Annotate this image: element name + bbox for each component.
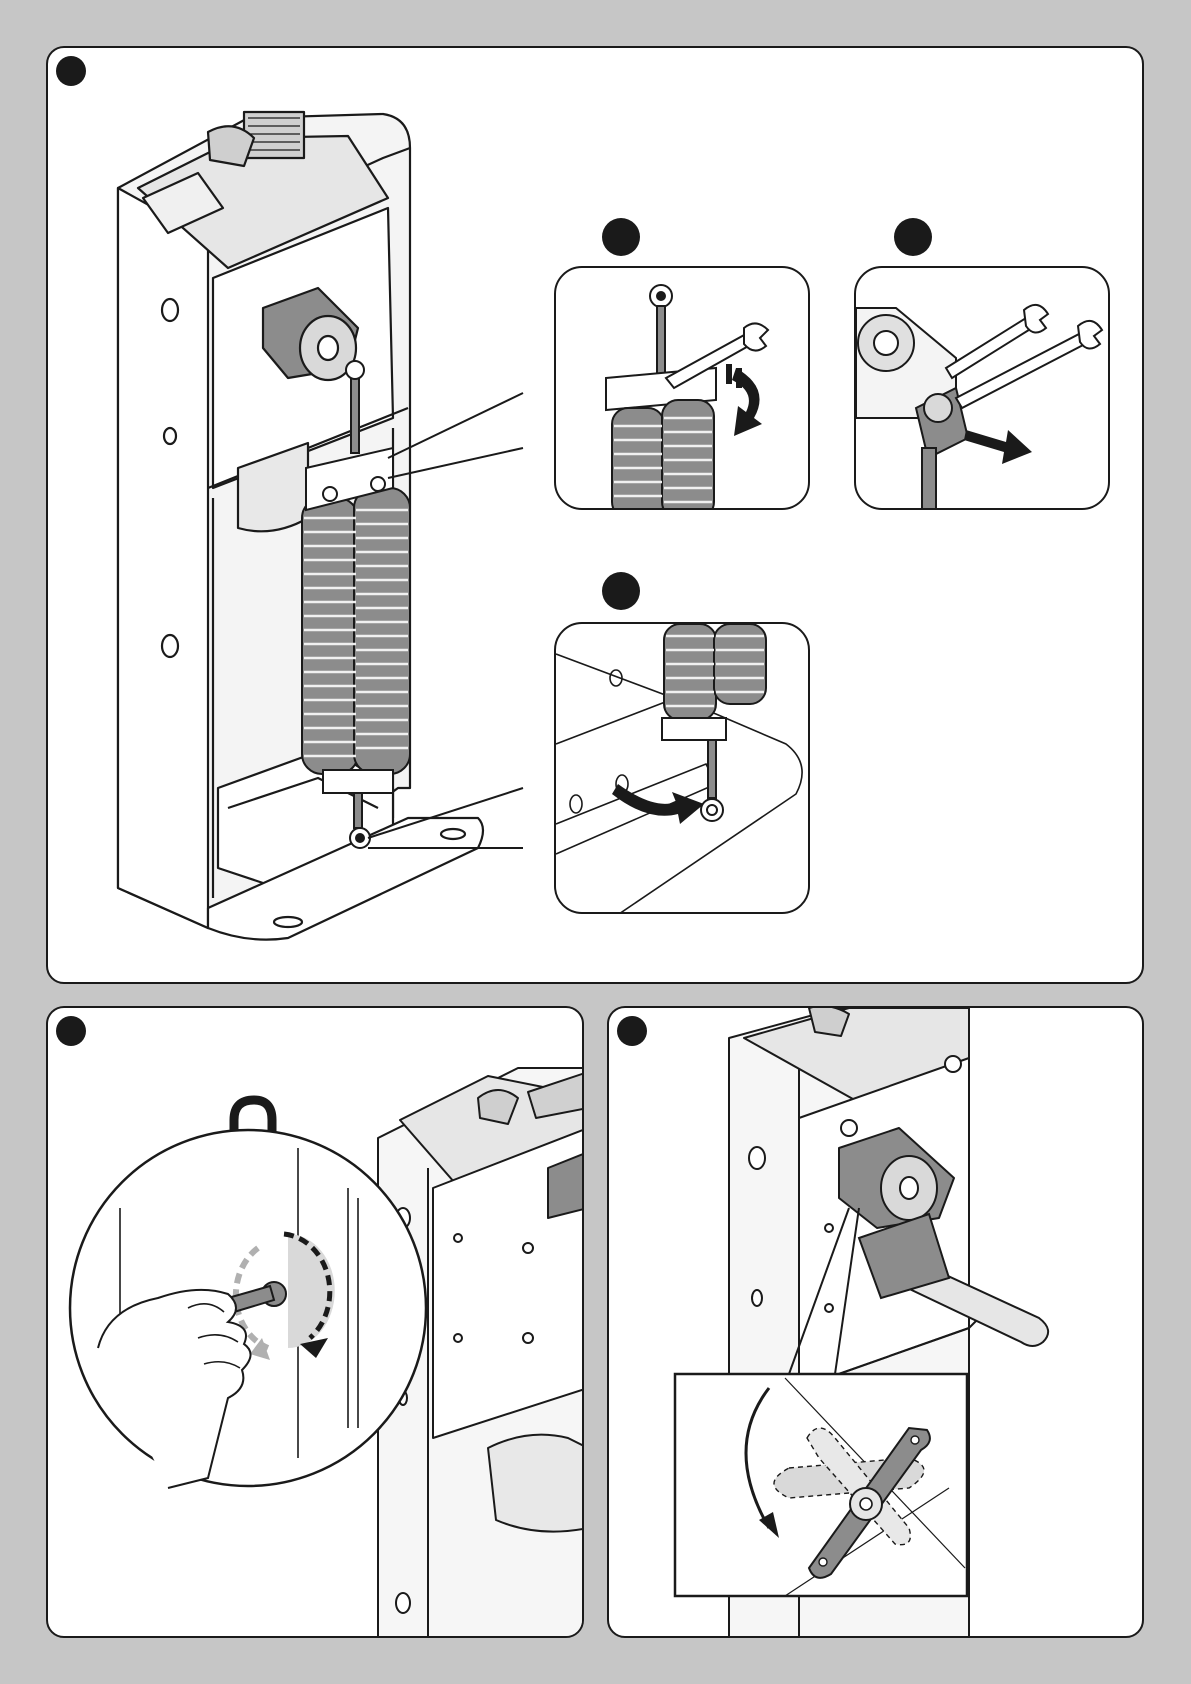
substep-badge-wrench-adjust <box>602 218 640 256</box>
spring-icon <box>302 488 410 774</box>
substep-badge-wrench-remove <box>894 218 932 256</box>
rotate-arrow-icon <box>612 784 704 824</box>
substep-badge-lower-eyelet <box>602 572 640 610</box>
step-panel-spring-removal <box>46 46 1144 984</box>
inset-lower-eyelet <box>554 622 810 914</box>
step-panel-hammer-release <box>607 1006 1144 1638</box>
wrench-icon <box>946 305 1102 408</box>
rotate-arrow-icon <box>964 430 1032 464</box>
inset-wrench-remove <box>854 266 1110 510</box>
hammer-release-illustration <box>609 1008 1144 1638</box>
step-panel-unlock <box>46 1006 584 1638</box>
unlock-illustration <box>48 1008 584 1638</box>
inset-wrench-adjust <box>554 266 810 510</box>
